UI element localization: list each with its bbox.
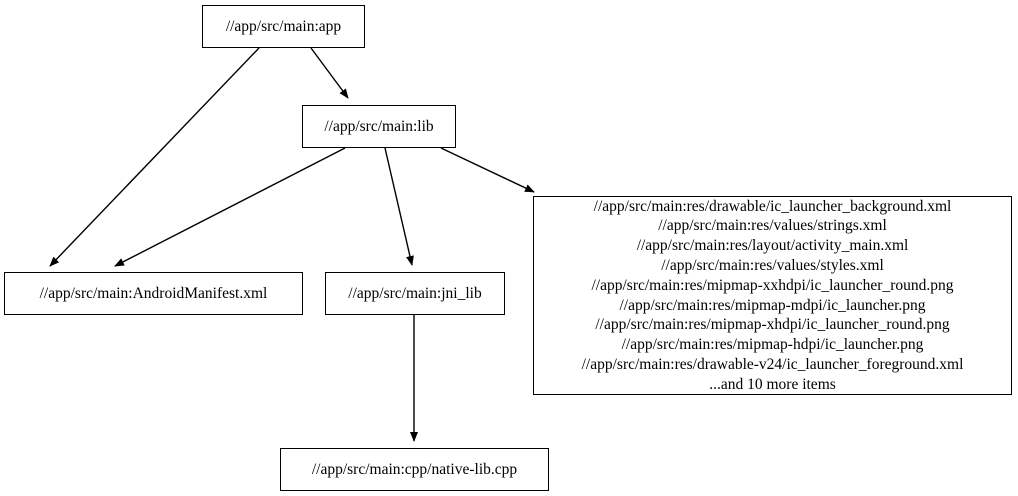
graph-node-res[interactable]: //app/src/main:res/drawable/ic_launcher_… (533, 196, 1012, 395)
graph-node-jni_lib[interactable]: //app/src/main:jni_lib (325, 272, 505, 315)
graph-node-native_lib[interactable]: //app/src/main:cpp/native-lib.cpp (280, 448, 549, 491)
edge-app-to-lib (310, 47, 349, 99)
graph-node-label-native_lib: //app/src/main:cpp/native-lib.cpp (311, 460, 518, 478)
graph-node-label-manifest: //app/src/main:AndroidManifest.xml (39, 284, 268, 302)
graph-node-lib[interactable]: //app/src/main:lib (302, 105, 456, 148)
edge-lib-to-manifest (114, 147, 346, 267)
graph-node-label-lib: //app/src/main:lib (324, 117, 434, 135)
edge-lib-to-res (440, 147, 535, 193)
graph-node-app[interactable]: //app/src/main:app (202, 5, 365, 48)
graph-node-label-app: //app/src/main:app (225, 17, 342, 35)
graph-node-manifest[interactable]: //app/src/main:AndroidManifest.xml (4, 272, 303, 315)
edge-lib-to-jni_lib (384, 147, 414, 266)
graph-node-label-res: //app/src/main:res/drawable/ic_launcher_… (581, 197, 964, 393)
graph-node-label-jni_lib: //app/src/main:jni_lib (348, 284, 482, 302)
edge-app-to-manifest (49, 47, 260, 267)
